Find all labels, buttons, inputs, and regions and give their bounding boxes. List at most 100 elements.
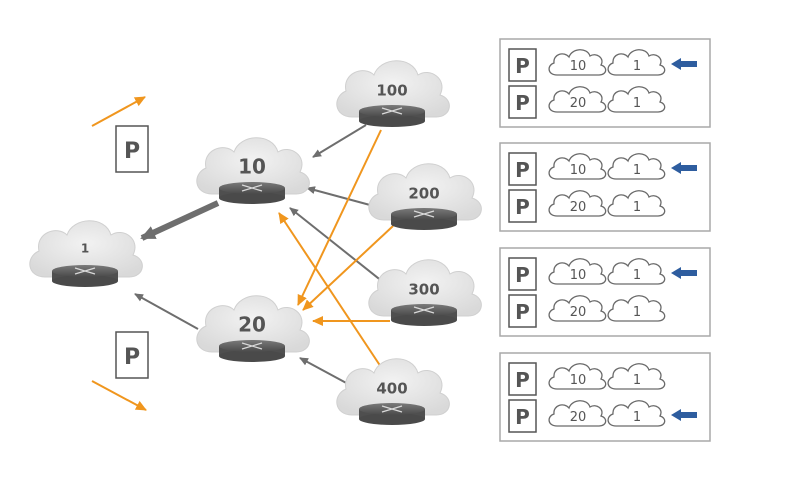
route-row: P 20 1	[508, 294, 666, 328]
path-hop: 1	[607, 153, 666, 180]
route-prefix: P	[515, 158, 530, 182]
hop-label: 20	[570, 200, 587, 215]
hop-label: 1	[633, 200, 641, 215]
hop-label: 1	[633, 268, 641, 283]
path-hop: 1	[607, 363, 666, 390]
prefix-p-icon	[508, 294, 537, 328]
path-hop: 1	[607, 258, 666, 285]
cloud-icon	[336, 358, 450, 416]
cloud-icon	[607, 190, 666, 217]
path-hop: 1	[607, 86, 666, 113]
network-label: 400	[376, 380, 407, 398]
cloud-icon	[196, 295, 310, 353]
network-1: 1	[29, 220, 143, 287]
hop-label: 10	[570, 373, 587, 388]
network-20: 20	[196, 295, 310, 362]
cloud-icon	[548, 295, 607, 322]
prefix-letter: P	[124, 139, 140, 164]
cloud-icon	[548, 153, 607, 180]
cloud-icon	[607, 258, 666, 285]
network-400: 400	[336, 358, 450, 425]
announce-100-to-20	[297, 129, 382, 306]
cloud-icon	[548, 258, 607, 285]
path-hop: 20	[548, 400, 607, 427]
link-100-to-10	[312, 124, 367, 158]
prefix-p-icon	[508, 48, 537, 82]
path-hop: 20	[548, 190, 607, 217]
prefix-marker: P	[91, 331, 149, 411]
link-400-to-20	[299, 357, 351, 386]
cloud-icon	[548, 190, 607, 217]
hop-label: 20	[570, 96, 587, 111]
prefix-letter: P	[124, 345, 140, 370]
route-prefix: P	[515, 91, 530, 115]
hop-label: 1	[633, 59, 641, 74]
prefix-p-icon	[115, 331, 149, 379]
cloud-icon	[607, 295, 666, 322]
route-prefix: P	[515, 300, 530, 324]
path-hop: 10	[548, 363, 607, 390]
hop-label: 20	[570, 305, 587, 320]
cloud-icon	[607, 400, 666, 427]
blue-arrow-icon	[671, 409, 697, 421]
path-hop: 1	[607, 49, 666, 76]
path-hop: 1	[607, 295, 666, 322]
network-10: 10	[196, 137, 310, 204]
cloud-icon	[368, 259, 482, 317]
network-label: 1	[81, 242, 89, 256]
route-prefix: P	[515, 405, 530, 429]
cloud-icon	[548, 86, 607, 113]
network-label: 20	[238, 313, 266, 337]
prefix-markers-layer: PP	[91, 96, 149, 411]
cloud-icon	[29, 220, 143, 278]
prefix-p-icon	[115, 125, 149, 173]
prefix-p-icon	[508, 399, 537, 433]
network-label: 200	[408, 185, 439, 203]
cloud-icon	[607, 153, 666, 180]
path-hop: 1	[607, 190, 666, 217]
network-300: 300	[368, 259, 482, 326]
cloud-icon	[548, 400, 607, 427]
prefix-marker: P	[91, 96, 149, 173]
path-hop: 10	[548, 258, 607, 285]
links-layer	[134, 124, 394, 386]
hop-label: 1	[633, 410, 641, 425]
router-icon	[391, 208, 457, 230]
router-icon	[391, 304, 457, 326]
hop-label: 10	[570, 268, 587, 283]
cloud-icon	[548, 363, 607, 390]
networks-layer: 1 10 20 100 200 300 400	[29, 60, 482, 425]
link-200-to-10	[306, 186, 371, 206]
blue-arrow-icon	[671, 58, 697, 70]
prefix-p-icon	[508, 362, 537, 396]
path-hop: 20	[548, 86, 607, 113]
route-row: P 10 1	[508, 362, 666, 396]
router-icon	[52, 265, 118, 287]
hop-label: 20	[570, 410, 587, 425]
link-10-to-1	[140, 200, 220, 241]
path-hop: 1	[607, 400, 666, 427]
cloud-icon	[548, 49, 607, 76]
network-200: 200	[368, 163, 482, 230]
route-prefix: P	[515, 368, 530, 392]
announce-400-to-10	[278, 212, 382, 368]
network-label: 100	[376, 82, 407, 100]
prefix-p-icon	[508, 85, 537, 119]
route-prefix: P	[515, 54, 530, 78]
link-20-to-1	[134, 293, 199, 330]
network-100: 100	[336, 60, 450, 127]
router-icon	[359, 403, 425, 425]
prefix-p-icon	[508, 257, 537, 291]
hop-label: 1	[633, 305, 641, 320]
blue-arrow-icon	[671, 162, 697, 174]
router-icon	[359, 105, 425, 127]
